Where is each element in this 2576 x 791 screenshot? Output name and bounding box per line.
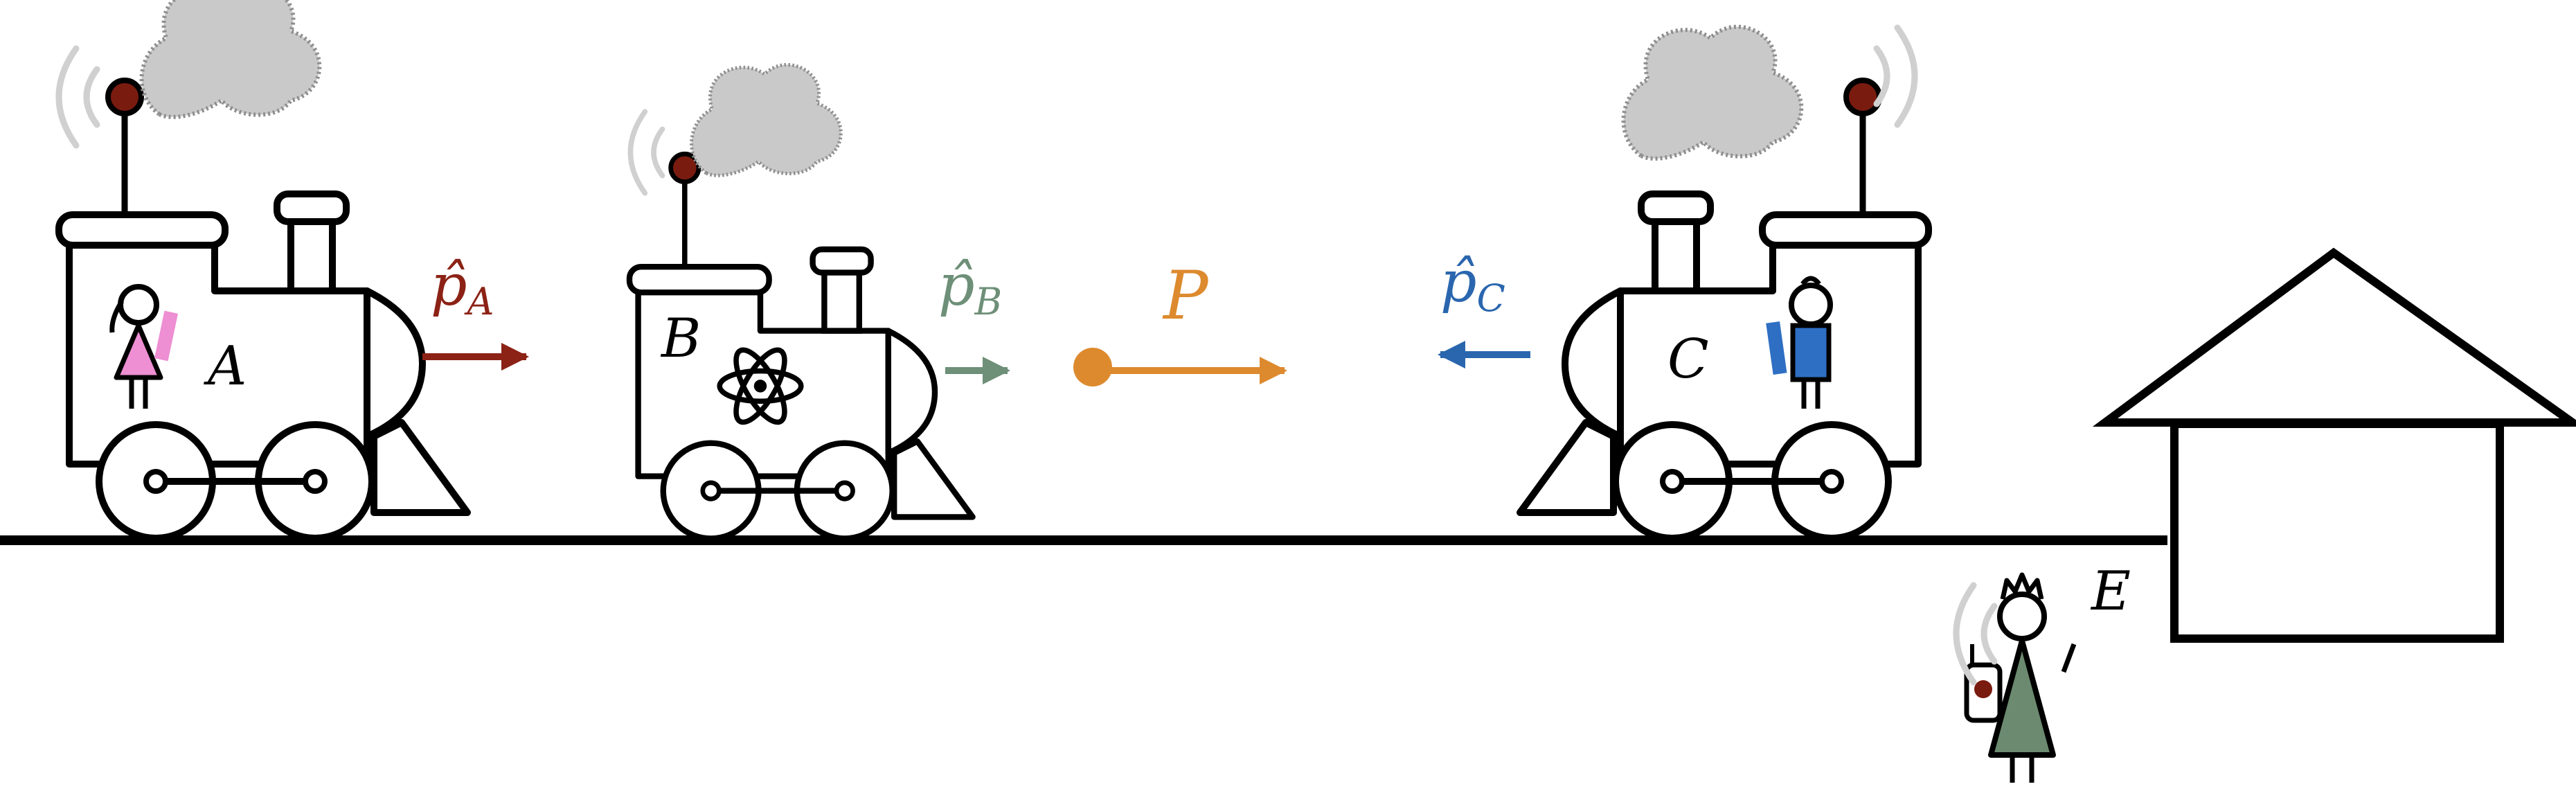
signal-waves-icon [1877,28,1915,125]
signal-waves-icon [630,112,662,193]
train-a [59,80,467,538]
atom-icon [717,347,804,425]
ruler-icon [154,310,179,362]
smoke-icon [1624,27,1802,159]
train-b-label: B [660,308,701,370]
observer-e-label: E [2090,560,2131,623]
passenger-a-icon [109,284,179,409]
momentum-label-a: p̂A [431,253,494,323]
observer-e [1964,572,2077,783]
radio-icon [1964,644,2003,723]
photon-p [1073,348,1287,386]
smoke-icon [142,0,320,117]
momentum-label-b: p̂B [938,253,1002,323]
ruler-icon [1766,321,1787,375]
smoke-icon [692,64,841,175]
train-b [629,154,973,538]
train-a-label: A [204,335,247,398]
train-c-label: C [1667,328,1709,391]
photon-label: P [1162,257,1209,335]
momentum-label-c: p̂C [1440,249,1505,320]
house-icon [2092,247,2576,643]
passenger-c-icon [1766,276,1833,409]
signal-waves-icon [59,48,97,145]
